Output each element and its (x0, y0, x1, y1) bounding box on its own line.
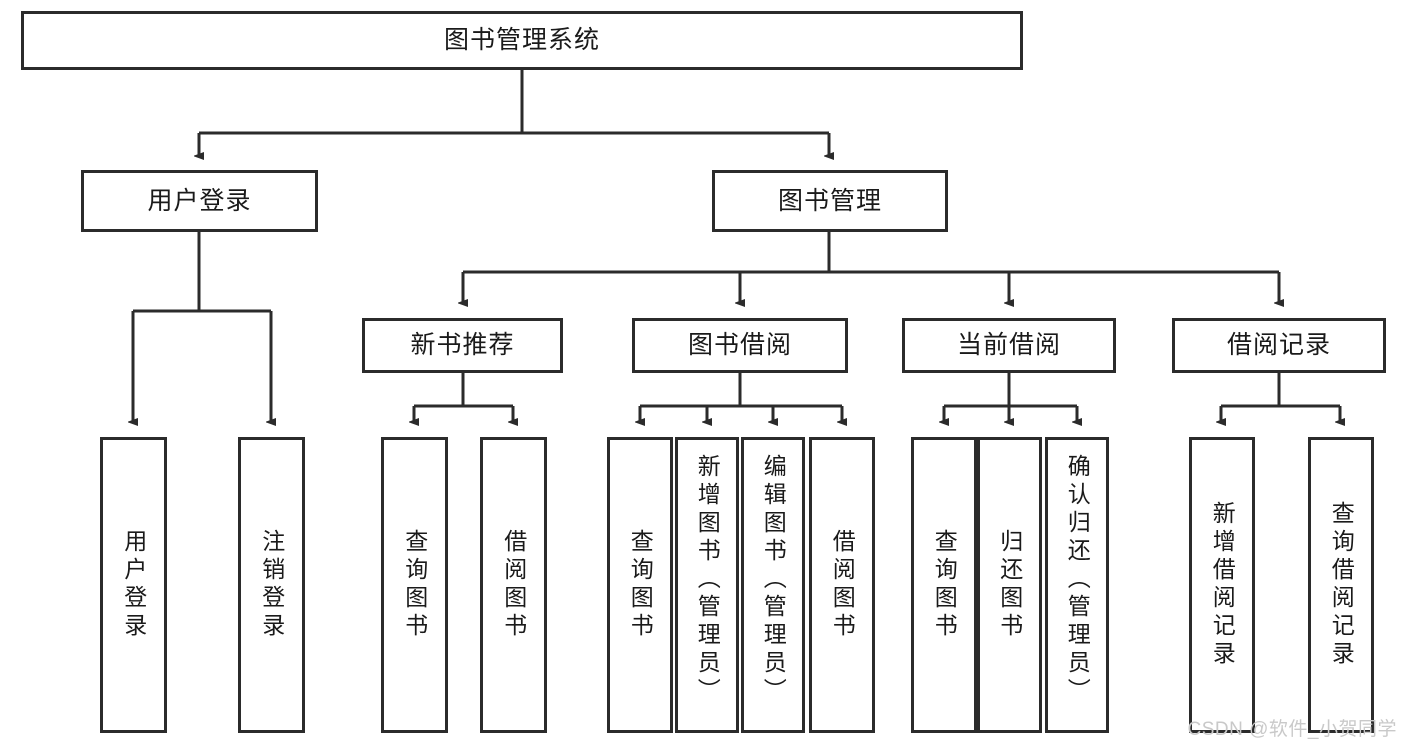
node-book-management-label: 图书管理 (777, 186, 882, 215)
node-leaf-confirm-return-admin-label: 确认归还（管理员） (1064, 454, 1091, 706)
node-leaf-query-borrow-record[interactable]: 查询借阅记录 (1308, 437, 1374, 733)
node-root-label: 图书管理系统 (443, 26, 600, 55)
node-current-borrow[interactable]: 当前借阅 (902, 318, 1116, 373)
node-leaf-edit-book-admin[interactable]: 编辑图书（管理员） (741, 437, 805, 733)
node-book-borrow-label: 图书借阅 (687, 331, 792, 360)
node-leaf-user-login[interactable]: 用户登录 (100, 437, 167, 733)
node-leaf-logout[interactable]: 注销登录 (238, 437, 305, 733)
node-leaf-edit-book-admin-label: 编辑图书（管理员） (760, 454, 787, 706)
node-leaf-confirm-return-admin[interactable]: 确认归还（管理员） (1045, 437, 1109, 733)
node-leaf-query-book-nb[interactable]: 查询图书 (381, 437, 448, 733)
node-leaf-return-book-label: 归还图书 (996, 529, 1023, 641)
node-leaf-query-book-cb[interactable]: 查询图书 (911, 437, 977, 733)
node-new-book-recommend[interactable]: 新书推荐 (362, 318, 563, 373)
node-user-login[interactable]: 用户登录 (81, 170, 318, 232)
node-leaf-borrow-book-bb[interactable]: 借阅图书 (809, 437, 875, 733)
node-leaf-query-book-cb-label: 查询图书 (931, 529, 958, 641)
node-leaf-borrow-book-nb-label: 借阅图书 (500, 529, 527, 641)
node-book-management[interactable]: 图书管理 (712, 170, 948, 232)
node-leaf-query-book-bb-label: 查询图书 (627, 529, 654, 641)
watermark: CSDN @软件_小贺同学 (1187, 719, 1397, 740)
node-leaf-query-borrow-record-label: 查询借阅记录 (1328, 501, 1355, 669)
node-leaf-add-borrow-record[interactable]: 新增借阅记录 (1189, 437, 1255, 733)
node-leaf-add-borrow-record-label: 新增借阅记录 (1209, 501, 1236, 669)
node-root-book-management-system[interactable]: 图书管理系统 (21, 11, 1023, 70)
node-leaf-query-book-nb-label: 查询图书 (401, 529, 428, 641)
node-leaf-add-book-admin-label: 新增图书（管理员） (694, 454, 721, 706)
node-leaf-user-login-label: 用户登录 (120, 529, 147, 641)
node-leaf-borrow-book-bb-label: 借阅图书 (829, 529, 856, 641)
node-new-book-recommend-label: 新书推荐 (410, 331, 515, 360)
node-borrow-record-label: 借阅记录 (1226, 331, 1331, 360)
node-leaf-query-book-bb[interactable]: 查询图书 (607, 437, 673, 733)
node-leaf-borrow-book-nb[interactable]: 借阅图书 (480, 437, 547, 733)
node-current-borrow-label: 当前借阅 (956, 331, 1061, 360)
node-leaf-logout-label: 注销登录 (258, 529, 285, 641)
node-user-login-label: 用户登录 (147, 186, 252, 215)
node-leaf-add-book-admin[interactable]: 新增图书（管理员） (675, 437, 739, 733)
node-book-borrow[interactable]: 图书借阅 (632, 318, 848, 373)
node-borrow-record[interactable]: 借阅记录 (1172, 318, 1386, 373)
node-leaf-return-book[interactable]: 归还图书 (977, 437, 1042, 733)
